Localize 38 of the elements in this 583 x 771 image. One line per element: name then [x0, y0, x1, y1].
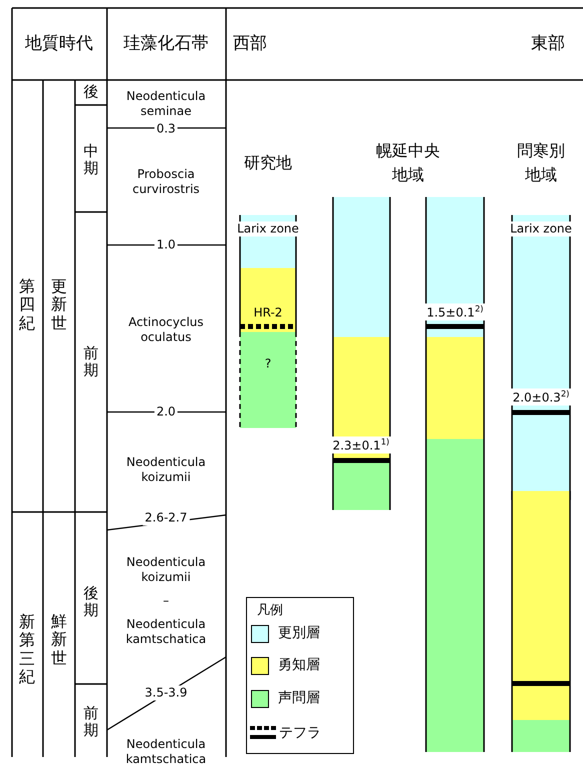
diatom-zone-name: Neodenticula koizumii: [125, 455, 207, 485]
legend-label: 勇知層: [278, 656, 320, 674]
site-label: 研究地: [244, 153, 292, 173]
diatom-zone-name: Neodenticula seminae: [125, 89, 207, 119]
site-label: 幌延中央地域: [375, 140, 441, 186]
diatom-zone-name: Proboscia curvirostris: [131, 167, 201, 197]
age-label: 2.6-2.7: [142, 510, 190, 526]
epoch-label: 鮮新世: [50, 612, 68, 668]
age-label: 3.5-3.9: [142, 686, 190, 700]
period-label: 前期: [83, 344, 99, 380]
question-mark: ?: [264, 356, 272, 372]
period-label: 中期: [83, 142, 99, 178]
diatom-zone-name: Neodenticula koizumii: [125, 555, 207, 585]
period-label: 後期: [83, 584, 99, 620]
diatom-zone-name: Actinocyclus oculatus: [127, 315, 205, 345]
period-label: 前期: [83, 704, 99, 740]
tephra-name: HR-2: [254, 306, 282, 320]
column-header: 珪藻化石帯: [124, 33, 208, 55]
diatom-zone-name: Neodenticula kamtschatica: [124, 617, 208, 647]
age-label: 1.5±0.1$^{2)}$: [424, 304, 486, 320]
zone-note: Larix zone: [508, 222, 574, 236]
legend-label: 更別層: [278, 624, 320, 642]
region-header: 西部: [233, 33, 267, 55]
period-header: 地質時代: [25, 33, 93, 55]
epoch-label: 更新世: [50, 277, 68, 333]
legend-title: 凡例: [257, 602, 283, 620]
period-label: 後: [83, 83, 99, 101]
legend-label: テフラ: [279, 724, 321, 742]
diatom-zone-name: Neodenticula kamtschatica: [124, 737, 208, 767]
dash-text: –: [163, 594, 169, 608]
period-label: 新第三紀: [18, 613, 36, 687]
age-label: 2.0±0.3$^{2)}$: [510, 388, 572, 406]
age-label: 2.3±0.1$^{1)}$: [330, 436, 392, 454]
legend-label: 声問層: [278, 689, 320, 707]
period-label: 第四紀: [18, 277, 36, 333]
region-header: 東部: [531, 33, 565, 55]
site-label: 問寒別地域: [516, 140, 566, 186]
zone-note: Larix zone: [235, 222, 301, 236]
